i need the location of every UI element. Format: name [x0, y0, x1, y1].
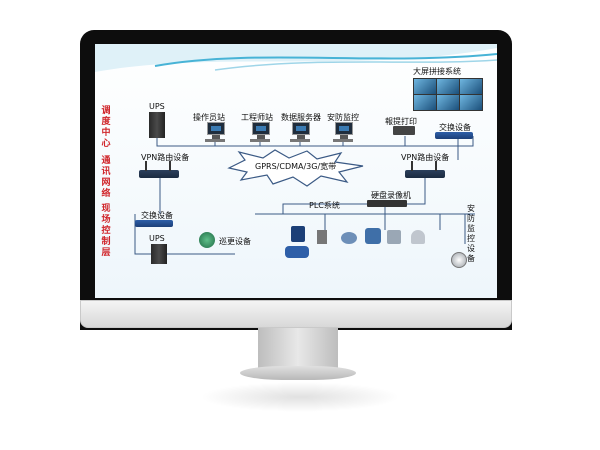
- workstation-icon: [333, 122, 353, 142]
- label-switch-top: 交换设备: [439, 123, 471, 132]
- desk-reflection: [200, 382, 400, 412]
- label-ups-top: UPS: [149, 102, 165, 111]
- workstation-icon: [205, 122, 225, 142]
- label-vpn-left: VPN路由设备: [141, 153, 190, 162]
- label-security-field: 安防监控设备: [467, 204, 475, 263]
- label-vpn-right: VPN路由设备: [401, 153, 450, 162]
- workstation-icon: [250, 122, 270, 142]
- valve-icon: [365, 228, 381, 244]
- label-patrol: 巡更设备: [219, 237, 251, 246]
- sensor-icon: [317, 230, 327, 244]
- label-ups-field: UPS: [149, 234, 165, 243]
- flowmeter-icon: [341, 232, 357, 244]
- ups-icon: [149, 112, 165, 138]
- printer-icon: [393, 126, 415, 135]
- monitor-stand-neck: [258, 328, 338, 372]
- label-videowall: 大屏拼接系统: [413, 67, 461, 76]
- switch-icon: [435, 132, 473, 139]
- band-label-field: 现场控制层: [101, 204, 111, 258]
- label-dataserver: 数据服务器: [281, 113, 321, 122]
- camera-icon: [411, 230, 425, 244]
- router-icon: [139, 161, 179, 178]
- server-icon: [290, 122, 310, 142]
- router-icon: [405, 161, 445, 178]
- ups-icon: [151, 244, 167, 264]
- label-switch-field: 交换设备: [141, 211, 173, 220]
- actuator-icon: [387, 230, 401, 244]
- label-network: GPRS/CDMA/3G/宽带: [255, 162, 337, 171]
- monitor-chin: [80, 300, 512, 328]
- label-engineer: 工程师站: [241, 113, 273, 122]
- switch-icon: [135, 220, 173, 227]
- band-label-dispatch: 调度中心: [101, 106, 111, 149]
- monitor-stand-base: [240, 366, 356, 380]
- label-security: 安防监控: [327, 113, 359, 122]
- label-dvr: 硬盘录像机: [371, 191, 411, 200]
- patrol-device-icon: [199, 232, 215, 248]
- label-operator: 操作员站: [193, 113, 225, 122]
- band-label-comm: 通讯网络: [101, 156, 111, 199]
- network-cloud-icon: [227, 149, 364, 187]
- header-swoosh: [95, 44, 497, 72]
- dome-camera-icon: [451, 252, 467, 268]
- dvr-icon: [367, 200, 407, 207]
- pump-icon: [285, 246, 309, 258]
- meter-icon: [291, 226, 305, 242]
- screen: 调度中心 通讯网络 现场控制层 UPS 操作员站 工程师站 数据服务器 安防监控…: [95, 44, 497, 298]
- label-printer: 報提打印: [385, 117, 417, 126]
- label-plc: PLC系统: [309, 201, 340, 210]
- videowall-icon: [413, 78, 483, 111]
